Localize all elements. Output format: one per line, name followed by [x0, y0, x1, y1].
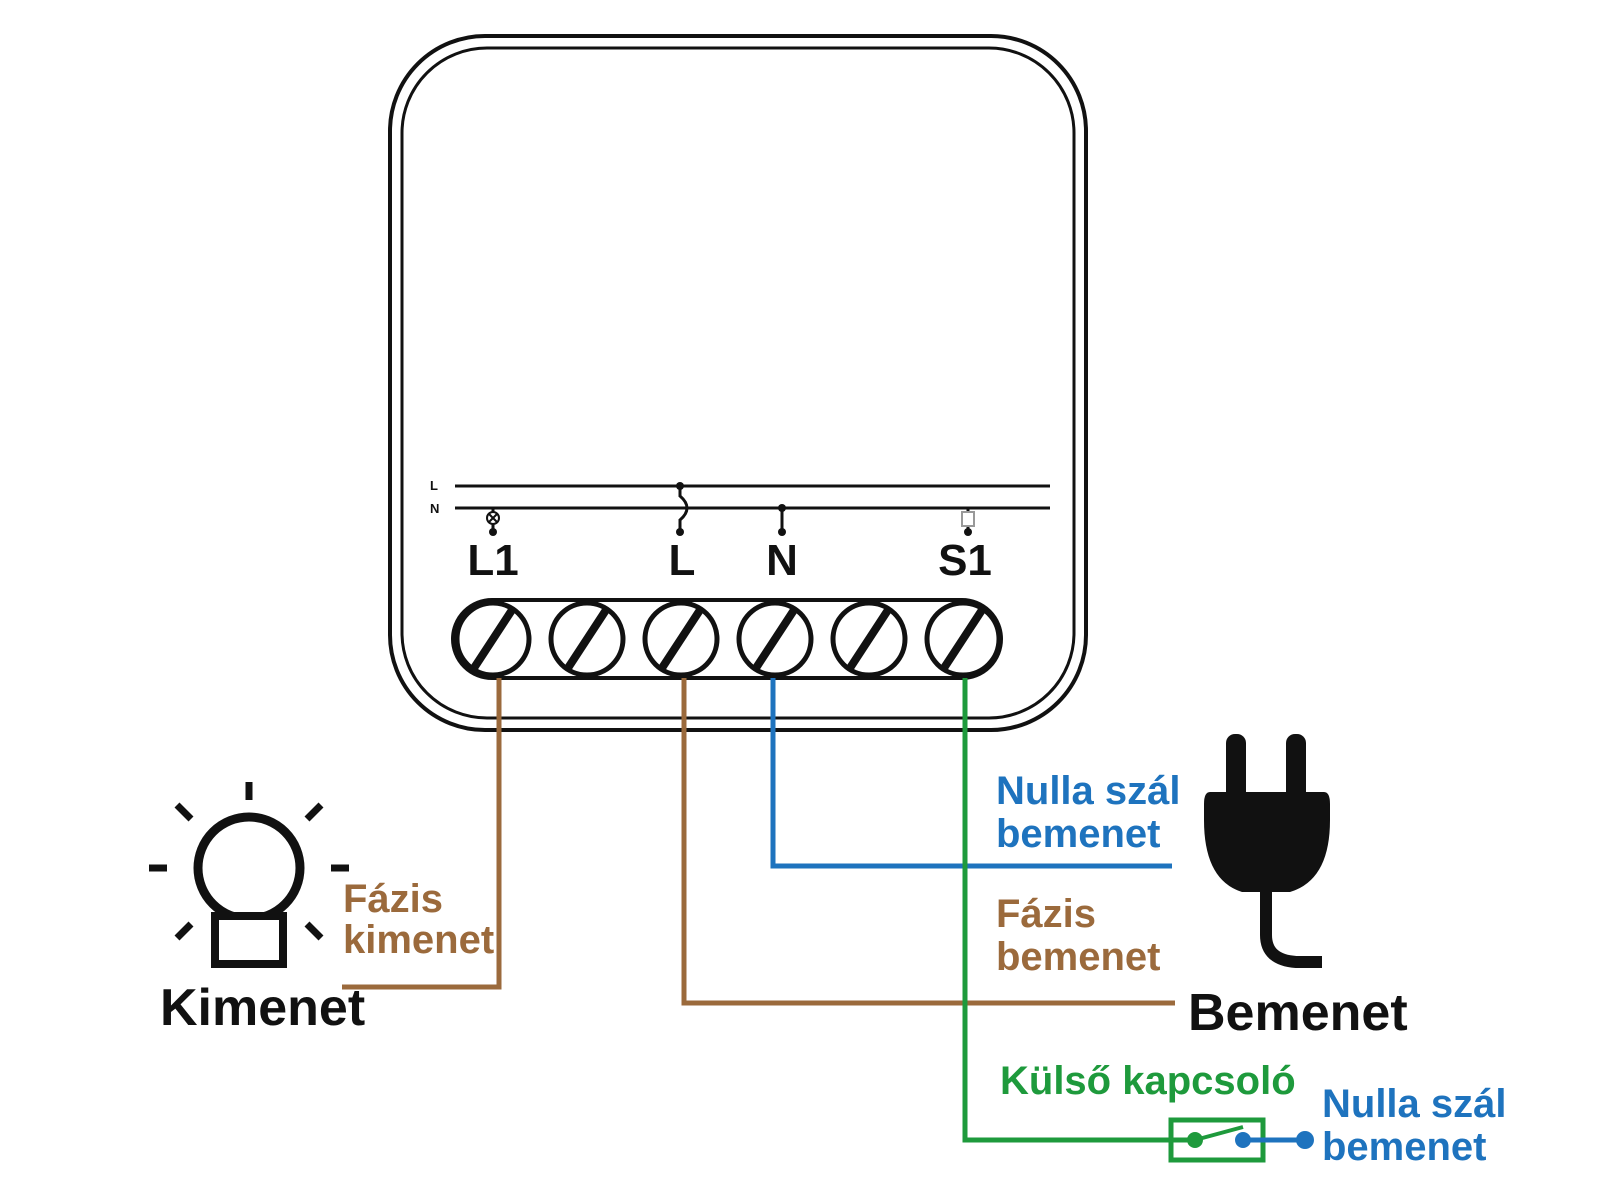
switch-neutral-label-2: bemenet — [1322, 1125, 1487, 1169]
phase-output-label-1: Fázis — [343, 877, 443, 921]
neutral-input-label-1: Nulla szál — [996, 769, 1181, 813]
phase-input-label-2: bemenet — [996, 935, 1161, 979]
terminal-label-l: L — [669, 536, 696, 585]
internal-bus — [455, 484, 1050, 532]
switch-wire — [962, 678, 1195, 1143]
phase-output-wire — [342, 678, 502, 990]
switch-neutral-label-1: Nulla szál — [1322, 1082, 1507, 1126]
phase-input-label-1: Fázis — [996, 892, 1096, 936]
bus-junction-dots — [489, 482, 972, 536]
terminal-block — [451, 598, 1003, 680]
lamp-symbol-icon — [486, 511, 500, 525]
neutral-input-label-2: bemenet — [996, 812, 1161, 856]
screw-terminal-icon — [642, 600, 720, 678]
relay-module — [388, 34, 1088, 732]
light-bulb-icon — [149, 782, 349, 968]
terminal-label-n: N — [766, 536, 798, 585]
power-plug-icon — [1204, 734, 1330, 968]
neutral-input-wire — [770, 678, 1172, 869]
screw-terminal-icon — [548, 600, 626, 678]
screw-terminal-icon — [924, 600, 1002, 678]
phase-output-label-2: kimenet — [343, 918, 494, 962]
switch-icon — [1168, 1117, 1314, 1163]
terminal-label-l1: L1 — [467, 536, 518, 585]
terminal-label-s1: S1 — [938, 536, 992, 585]
screw-terminal-icon — [830, 600, 908, 678]
external-switch-label: Külső kapcsoló — [1000, 1059, 1296, 1103]
phase-input-wire — [681, 678, 1175, 1006]
input-label: Bemenet — [1188, 984, 1408, 1042]
screw-terminal-icon — [454, 600, 532, 678]
bus-label-n: N — [430, 501, 439, 516]
bus-label-l: L — [430, 478, 438, 493]
screw-terminal-icon — [736, 600, 814, 678]
output-label: Kimenet — [160, 979, 365, 1037]
switch-symbol-icon — [961, 511, 975, 527]
